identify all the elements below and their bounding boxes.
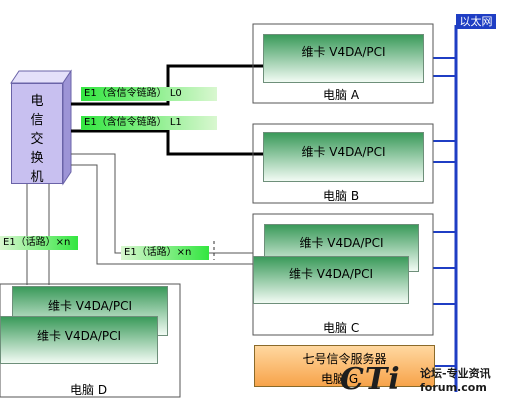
- watermark-domain: forum.com: [420, 381, 487, 394]
- switch-label-line: 信: [30, 113, 44, 128]
- switch-label-line: 换: [30, 151, 44, 166]
- voice-card-label: 维卡 V4DA/PCI: [301, 145, 386, 159]
- pc-c-name: 电脑 C: [323, 321, 360, 335]
- pc-b-frame: [252, 123, 434, 204]
- pc-d-frame: [0, 283, 181, 398]
- watermark: CTi 论坛-专业资讯 forum.com: [340, 362, 507, 400]
- pc-a-frame: [252, 23, 434, 104]
- telecom-switch: 电 信 交 换 机: [11, 83, 63, 187]
- voice-card: 维卡 V4DA/PCI: [263, 34, 424, 83]
- switch-label-line: 机: [30, 170, 44, 185]
- voice-card-label: 维卡 V4DA/PCI: [47, 299, 133, 313]
- voice-card: 维卡 V4DA/PCI: [0, 316, 158, 364]
- link-l1-label: E1（含信令链路） L1: [81, 116, 217, 130]
- link-voice-d-label: E1（话路）×n: [0, 236, 78, 250]
- switch-label-line: 电: [30, 94, 44, 109]
- link-l0-label: E1（含信令链路） L0: [81, 87, 217, 101]
- voice-card-label: 维卡 V4DA/PCI: [299, 236, 384, 250]
- link-l1-line: [71, 129, 263, 156]
- ethernet-label: 以太网: [456, 14, 496, 29]
- voice-card-label: 维卡 V4DA/PCI: [288, 267, 374, 281]
- voice-card-label: 维卡 V4DA/PCI: [36, 329, 122, 343]
- link-voice-c-label: E1（话路）×n: [121, 246, 209, 260]
- ss7-server: 七号信令服务器 电脑 G: [254, 345, 435, 387]
- voice-card: 维卡 V4DA/PCI: [253, 256, 409, 304]
- watermark-slogan: 论坛-专业资讯: [420, 367, 491, 380]
- voice-card: 维卡 V4DA/PCI: [263, 132, 424, 182]
- pc-a-name: 电脑 A: [323, 88, 360, 102]
- ss7-server-name: 电脑 G: [321, 372, 359, 386]
- link-c-line-2: [71, 164, 253, 265]
- switch-side-face: [62, 69, 72, 186]
- switch-top-face: [10, 70, 72, 84]
- link-l0-line: [71, 64, 263, 106]
- ss7-server-title: 七号信令服务器: [302, 352, 387, 366]
- watermark-logo: CTi: [340, 362, 401, 397]
- voice-card-label: 维卡 V4DA/PCI: [301, 45, 386, 59]
- switch-label: 电 信 交 换 机: [12, 92, 62, 187]
- link-c-line-1: [71, 153, 253, 254]
- switch-label-line: 交: [30, 132, 44, 147]
- pc-d-name: 电脑 D: [70, 383, 108, 397]
- pc-b-name: 电脑 B: [323, 189, 360, 203]
